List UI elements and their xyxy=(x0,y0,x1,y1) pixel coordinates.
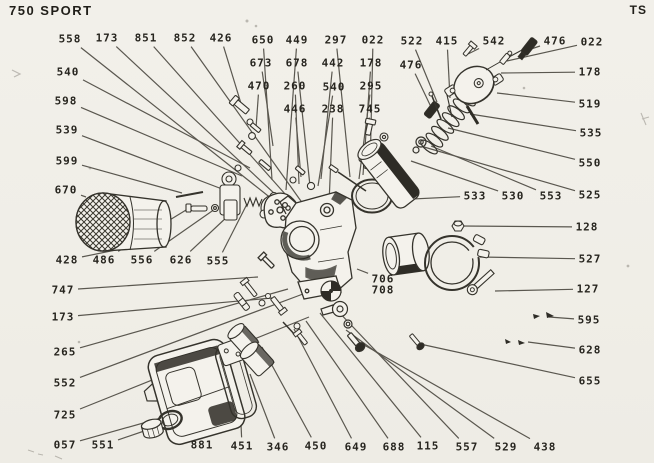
clamp-bolt xyxy=(466,268,495,296)
cap-nut xyxy=(451,220,465,232)
leader-line-595 xyxy=(548,316,575,320)
leader-line-530 xyxy=(410,160,499,192)
leader-line-598 xyxy=(80,106,243,177)
leader-line-851 xyxy=(153,46,303,214)
leader-line-539 xyxy=(81,135,231,193)
leader-line-470 xyxy=(255,94,259,129)
leader-line-238 xyxy=(328,117,334,205)
leader-line-628 xyxy=(527,341,576,349)
throttle-slide xyxy=(357,138,420,209)
clamp-ring xyxy=(424,234,495,296)
leader-line-550 xyxy=(447,127,576,160)
leader-line-442 xyxy=(320,71,333,180)
section-code: TS xyxy=(629,3,647,17)
leader-line-527 xyxy=(479,256,576,260)
leader-line-670 xyxy=(80,194,87,198)
leader-line-178 xyxy=(500,71,576,74)
leader-line-678 xyxy=(297,71,311,187)
leader-line-540 xyxy=(82,79,251,169)
leader-line-535 xyxy=(469,113,577,132)
leader-line-115 xyxy=(319,312,422,438)
intake-sleeve xyxy=(382,232,430,276)
leader-line-673 xyxy=(261,71,274,147)
leader-line-626 xyxy=(189,215,229,252)
scan-artifacts xyxy=(11,19,650,460)
leader-line-525 xyxy=(423,146,576,192)
leader-line-476 xyxy=(414,73,433,110)
leader-line-522 xyxy=(414,49,438,103)
small-hardware-marks xyxy=(505,312,554,345)
jets-cluster xyxy=(233,276,425,351)
carburetor-body xyxy=(257,191,357,300)
leader-line-552 xyxy=(79,293,304,378)
leader-line-688 xyxy=(305,320,389,439)
return-spring xyxy=(412,91,476,155)
leader-line-297 xyxy=(336,48,351,178)
mixer-disc xyxy=(320,280,366,353)
leader-line-655 xyxy=(419,343,576,379)
leader-lines xyxy=(77,44,578,442)
leader-line-553 xyxy=(430,145,537,191)
leader-line-449 xyxy=(285,48,297,191)
leader-line-519 xyxy=(496,92,576,103)
leader-line-555 xyxy=(221,203,248,253)
leader-line-022 xyxy=(506,44,578,62)
leader-line-599 xyxy=(81,164,183,194)
leader-line-542 xyxy=(467,47,480,55)
leader-line-706 xyxy=(356,268,369,274)
float-bowl xyxy=(140,323,275,446)
drain-plug xyxy=(140,418,164,439)
leader-line-438 xyxy=(356,340,531,440)
leader-line-346 xyxy=(249,373,276,439)
leader-line-173 xyxy=(115,46,291,209)
leader-line-558 xyxy=(80,47,278,204)
leader-line-426 xyxy=(223,46,244,111)
leader-line-127 xyxy=(494,288,574,292)
leader-line-128 xyxy=(460,225,573,228)
leader-line-649 xyxy=(293,328,353,439)
leader-line-295 xyxy=(358,94,371,180)
leader-line-265 xyxy=(79,288,289,349)
carb-top-cap xyxy=(423,37,538,125)
leader-line-557 xyxy=(333,306,460,439)
page-title: 750 SPORT xyxy=(9,3,93,18)
air-filter xyxy=(75,192,172,252)
float-2 xyxy=(239,341,275,377)
leader-line-540 xyxy=(317,95,334,187)
leader-line-747 xyxy=(77,276,259,290)
